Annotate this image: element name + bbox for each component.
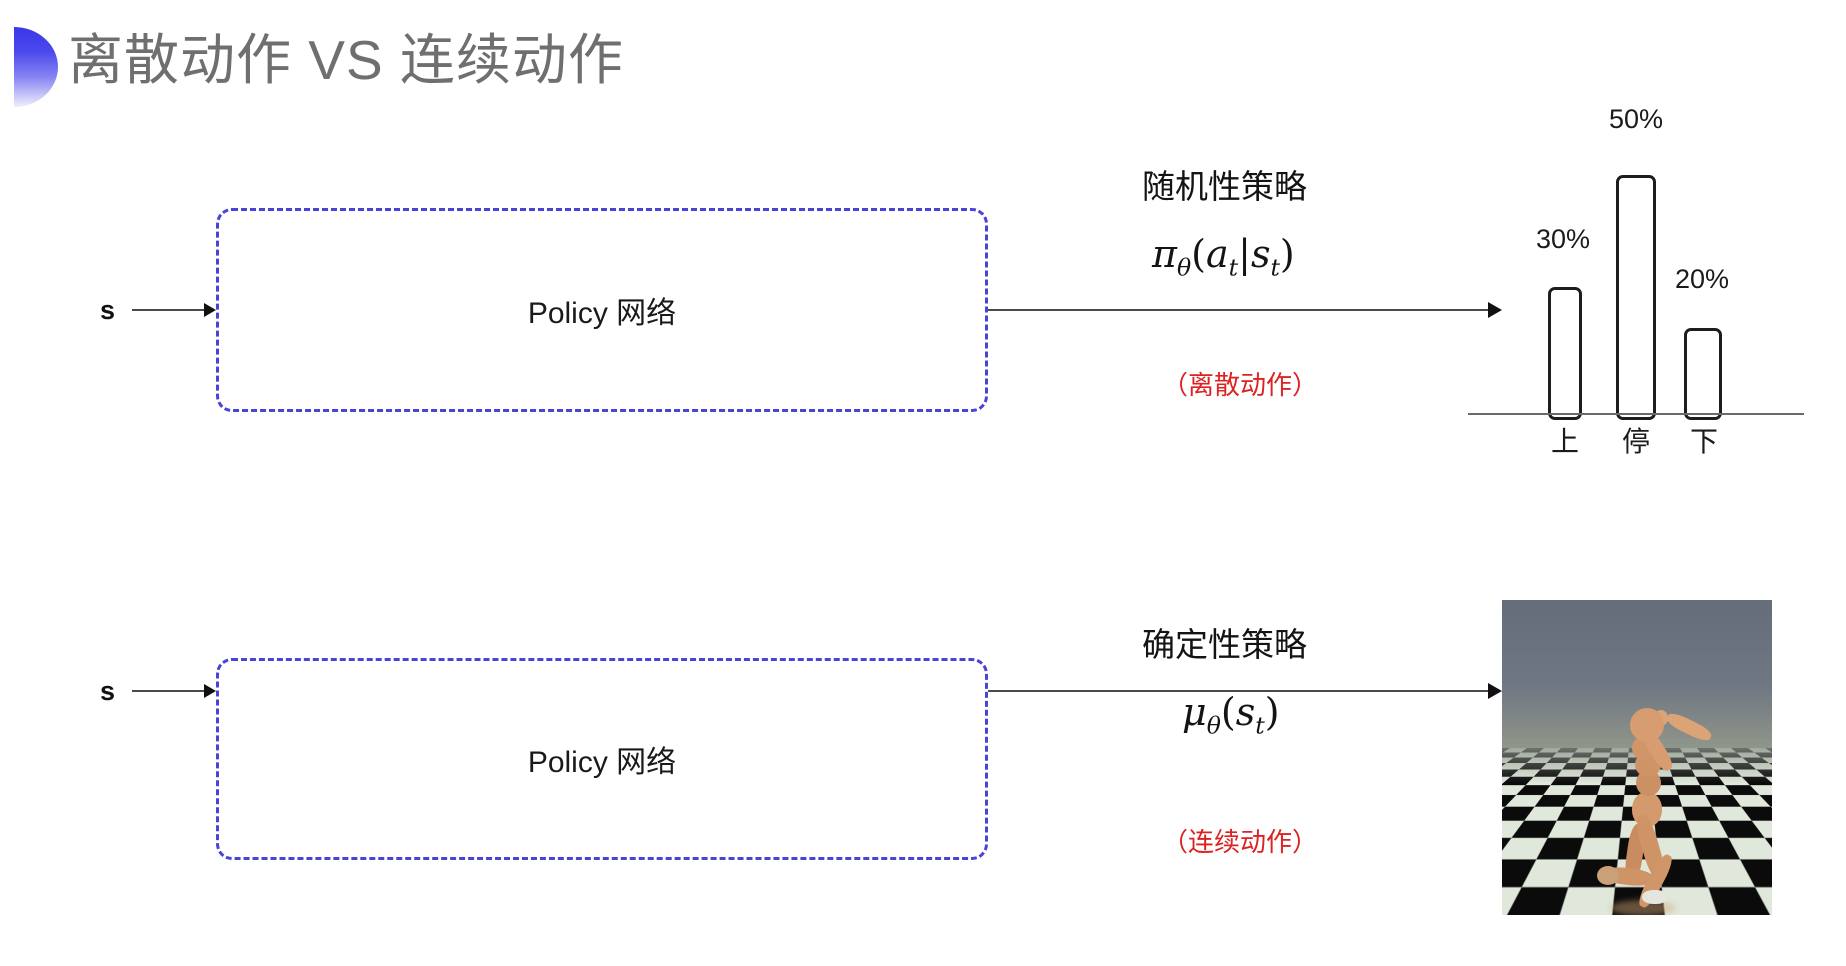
formula-func-sub: θ [1207,712,1221,740]
continuous-action-note: （连续动作） [1162,822,1318,859]
humanoid-back-foot [1597,866,1619,885]
continuous-policy-box[interactable]: Policy 网络 [216,658,988,860]
chart-baseline-axis [1468,413,1804,415]
discrete-state-label: s [100,295,115,326]
formula-func: μ [1182,690,1207,734]
discrete-policy-box[interactable]: Policy 网络 [216,208,988,412]
page-title: 离散动作 VS 连续动作 [68,26,624,95]
formula-open-paren: ( [1191,232,1206,276]
formula-arg2-sub: t [1270,254,1279,282]
continuous-policy-box-label: Policy 网络 [219,737,985,781]
formula-bar: | [1238,232,1251,276]
continuous-state-label: s [100,676,115,707]
discrete-output-arrow [988,309,1500,311]
humanoid-head [1630,708,1664,742]
bar-2 [1684,328,1722,420]
humanoid-front-foot [1642,890,1668,904]
bar-category-2: 下 [1666,420,1742,460]
formula-func-sub: θ [1177,254,1191,282]
bar-category-0: 上 [1530,420,1600,460]
humanoid-simulation-image [1502,600,1772,915]
formula-arg1-sub: t [1255,712,1264,740]
stochastic-policy-formula: πθ(at|st) [1152,232,1295,282]
formula-arg2: s [1251,232,1271,276]
discrete-input-arrow [132,309,214,311]
formula-close-paren: ) [1280,232,1295,276]
bar-value-2: 20% [1664,264,1740,295]
bar-1 [1616,175,1656,420]
formula-func: π [1152,232,1177,276]
continuous-input-arrow [132,690,214,692]
formula-arg1-sub: t [1229,254,1238,282]
formula-arg1: a [1206,232,1229,276]
formula-open-paren: ( [1221,690,1236,734]
deterministic-policy-heading: 确定性策略 [1142,618,1307,666]
bar-value-1: 50% [1596,104,1676,135]
bar-category-1: 停 [1596,420,1676,460]
discrete-policy-box-label: Policy 网络 [219,288,985,332]
deterministic-policy-formula: μθ(st) [1182,690,1280,740]
half-circle-gradient-icon [14,27,58,107]
stochastic-policy-heading: 随机性策略 [1142,160,1307,208]
formula-arg1: s [1236,690,1256,734]
bar-value-0: 30% [1528,224,1598,255]
action-probability-bar-chart: 30% 上 50% 停 20% 下 [1468,100,1808,420]
formula-close-paren: ) [1265,690,1280,734]
discrete-action-note: （离散动作） [1162,365,1318,402]
bar-0 [1548,287,1582,420]
